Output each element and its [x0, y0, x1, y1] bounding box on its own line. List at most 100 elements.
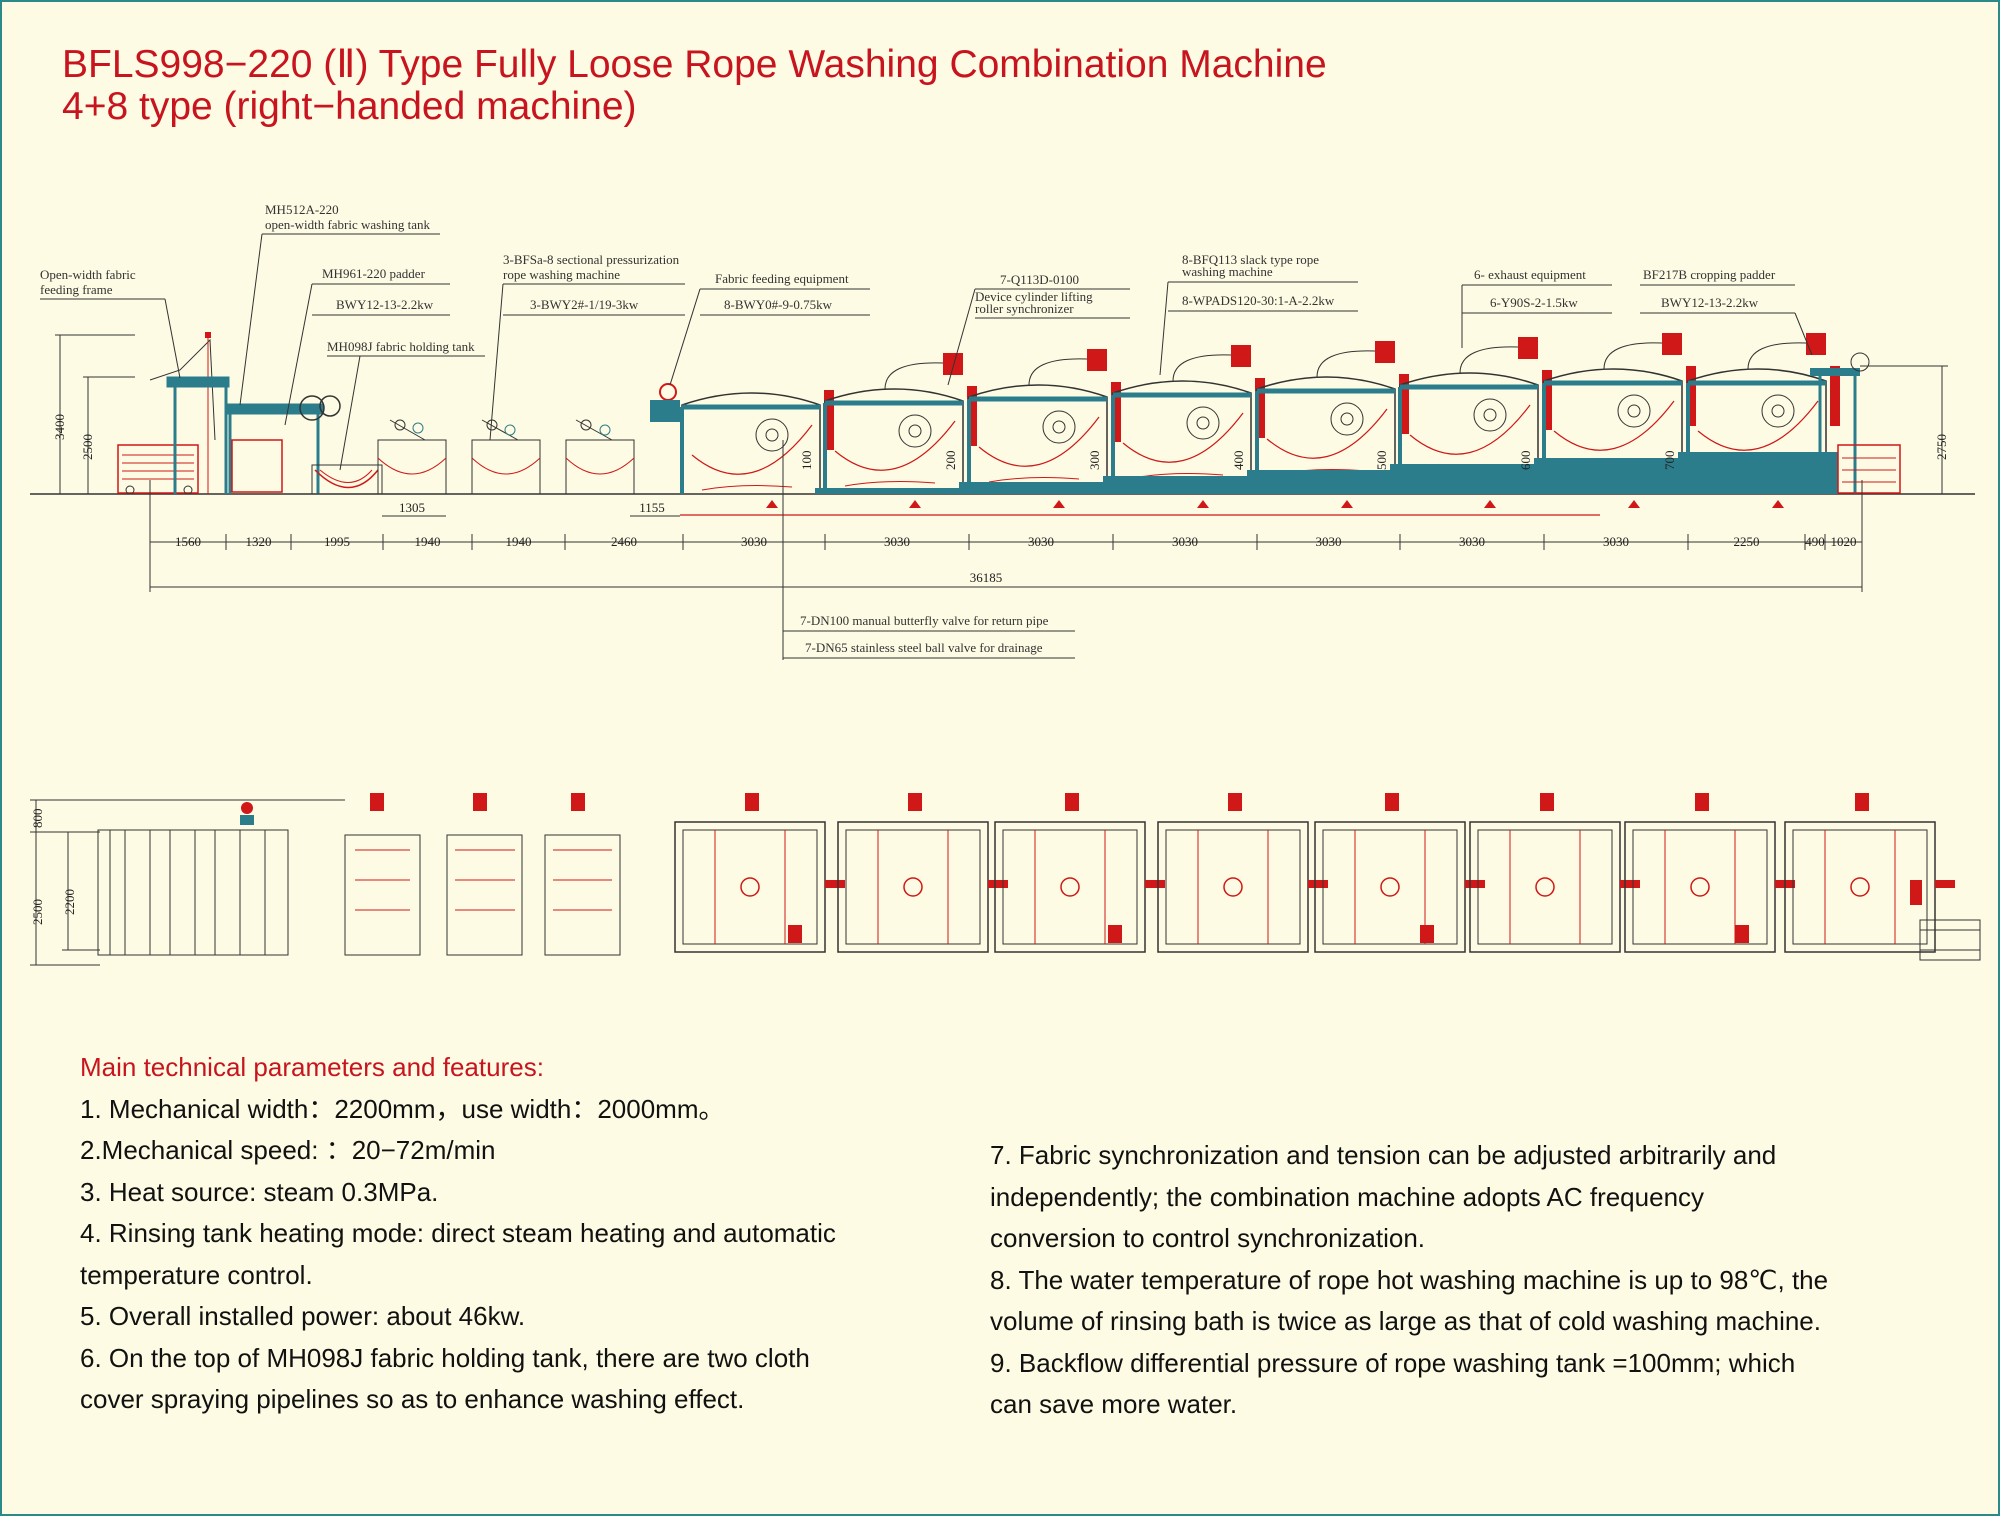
dim-value-9: 3030	[1028, 534, 1054, 549]
label-bf217-motor: BWY12-13-2.2kw	[1661, 295, 1759, 310]
label-bfsa-1: 3-BFSa-8 sectional pressurization	[503, 252, 680, 267]
dim-value-13: 3030	[1603, 534, 1629, 549]
slack-machine-6: 500	[1374, 337, 1552, 508]
mh512-washing-tank	[166, 376, 341, 494]
label-q113-desc-2: roller synchronizer	[975, 301, 1074, 316]
dim-value-15: 490	[1805, 534, 1825, 549]
slack-machine-5: 400	[1231, 341, 1409, 508]
label-bfq-2: washing machine	[1182, 264, 1273, 279]
slack-machine-1	[680, 390, 834, 508]
label-feeding: Fabric feeding equipment	[715, 271, 849, 286]
label-feeding-motor: 8-BWY0#-9-0.75kw	[724, 297, 833, 312]
step-height-700: 700	[1662, 451, 1677, 471]
param-4b: temperature control.	[80, 1259, 313, 1290]
parameters-right: 7. Fabric synchronization and tension ca…	[990, 1135, 1950, 1426]
slack-machine-8: 700	[1662, 333, 1840, 508]
param-7c: conversion to control synchronization.	[990, 1223, 1426, 1253]
cropping-padder	[1810, 352, 1901, 494]
dim-value-2: 1320	[246, 534, 272, 549]
rope-washing-machine-1	[377, 419, 447, 495]
step-height-100: 100	[799, 451, 814, 471]
height-2750: 2750	[1934, 434, 1949, 460]
label-exhaust: 6- exhaust equipment	[1474, 267, 1586, 282]
param-1: 1. Mechanical width：2200mm，use width：200…	[80, 1093, 725, 1124]
param-6a: 6. On the top of MH098J fabric holding t…	[80, 1342, 810, 1373]
label-mh098: MH098J fabric holding tank	[327, 339, 475, 354]
dim-value-10: 3030	[1172, 534, 1198, 549]
label-open-width-frame-1: Open-width fabric	[40, 267, 136, 282]
dim-value-7: 3030	[741, 534, 767, 549]
height-dim-right	[1860, 365, 1948, 494]
param-7b: independently; the combination machine a…	[990, 1181, 1705, 1212]
param-3: 3. Heat source: steam 0.3MPa.	[80, 1176, 439, 1207]
step-height-600: 600	[1518, 451, 1533, 471]
param-7a: 7. Fabric synchronization and tension ca…	[990, 1140, 1777, 1170]
dim-value-11: 3030	[1316, 534, 1342, 549]
dim-value-4: 1940	[415, 534, 441, 549]
dim-value-14: 2250	[1734, 534, 1760, 549]
label-bfq-motor: 8-WPADS120-30:1-A-2.2kw	[1182, 293, 1335, 308]
param-8b: volume of rinsing bath is twice as large…	[990, 1306, 1821, 1336]
plan-unit-6	[1420, 793, 1640, 953]
title-line-2: 4+8 type (right−handed machine)	[62, 85, 637, 128]
params-title: Main technical parameters and features:	[80, 1052, 544, 1082]
param-9b: can save more water.	[990, 1389, 1238, 1419]
plan-unit-7	[1624, 793, 1795, 953]
label-mh512-2: open-width fabric washing tank	[265, 217, 430, 232]
dim-total: 36185	[970, 570, 1003, 585]
plan-view: 800 2500 2200	[30, 793, 1981, 966]
parameters-left: Main technical parameters and features: …	[80, 1047, 960, 1421]
step-height-300: 300	[1087, 451, 1102, 471]
mh098-holding-tank	[311, 464, 383, 495]
dim-value-8: 3030	[884, 534, 910, 549]
label-bfq-1: 8-BFQ113 slack type rope	[1182, 252, 1319, 267]
dim-value-12: 3030	[1459, 534, 1485, 549]
height-dim-left	[55, 334, 135, 494]
param-4a: 4. Rinsing tank heating mode: direct ste…	[80, 1218, 836, 1248]
dim-value-3: 1995	[324, 534, 350, 549]
param-5: 5. Overall installed power: about 46kw.	[80, 1301, 526, 1331]
param-6b: cover spraying pipelines so as to enhanc…	[80, 1384, 745, 1414]
slack-machine-4: 300	[1087, 345, 1265, 508]
label-q113-desc-1: Device cylinder lifting	[975, 289, 1093, 304]
height-2500: 2500	[80, 434, 95, 460]
rope-washing-machine-2	[471, 419, 541, 495]
dim-value-16: 1020	[1831, 534, 1857, 549]
plan-unit-5	[1314, 793, 1485, 953]
dim-1155: 1155	[639, 500, 665, 515]
plan-unit-1	[674, 793, 845, 953]
plan-unit-2	[788, 793, 1008, 953]
plan-unit-8	[1735, 793, 1955, 953]
open-width-feeding-frame	[117, 332, 216, 495]
page-title: BFLS998−220 (Ⅱ) Type Fully Loose Rope Wa…	[62, 44, 1327, 128]
plan-dim-2200: 2200	[62, 889, 77, 915]
label-mh512-1: MH512A-220	[265, 202, 339, 217]
param-2: 2.Mechanical speed: ：20−72m/min	[80, 1135, 496, 1165]
dim-value-6: 2460	[611, 534, 637, 549]
rope-washing-machine-3	[565, 419, 635, 495]
label-valve-1: 7-DN100 manual butterfly valve for retur…	[800, 613, 1049, 628]
plan-unit-4	[1108, 793, 1328, 953]
param-8a: 8. The water temperature of rope hot was…	[990, 1264, 1829, 1295]
step-height-400: 400	[1231, 451, 1246, 471]
plan-dim-800: 800	[30, 809, 45, 829]
param-9a: 9. Backflow differential pressure of rop…	[990, 1347, 1796, 1378]
dim-value-1: 1560	[175, 534, 201, 549]
title-line-1: BFLS998−220 (Ⅱ) Type Fully Loose Rope Wa…	[62, 43, 1327, 86]
label-valve-2: 7-DN65 stainless steel ball valve for dr…	[805, 640, 1043, 655]
step-height-200: 200	[943, 451, 958, 471]
slack-machine-2: 100	[799, 353, 977, 508]
plan-unit-3	[994, 793, 1165, 953]
label-mh961: MH961-220 padder	[322, 266, 426, 281]
dimension-ticks: 1560 1320 1995 1940 1940 2460 3030 3030 3030 3030…	[149, 534, 1863, 550]
label-mh961-motor: BWY12-13-2.2kw	[336, 297, 434, 312]
fabric-feeding-equipment	[650, 383, 680, 422]
label-bfsa-motor: 3-BWY2#-1/19-3kw	[530, 297, 639, 312]
plan-dim-2500: 2500	[30, 899, 45, 925]
label-open-width-frame-2: feeding frame	[40, 282, 113, 297]
label-bf217: BF217B cropping padder	[1643, 267, 1776, 282]
dim-value-5: 1940	[506, 534, 532, 549]
